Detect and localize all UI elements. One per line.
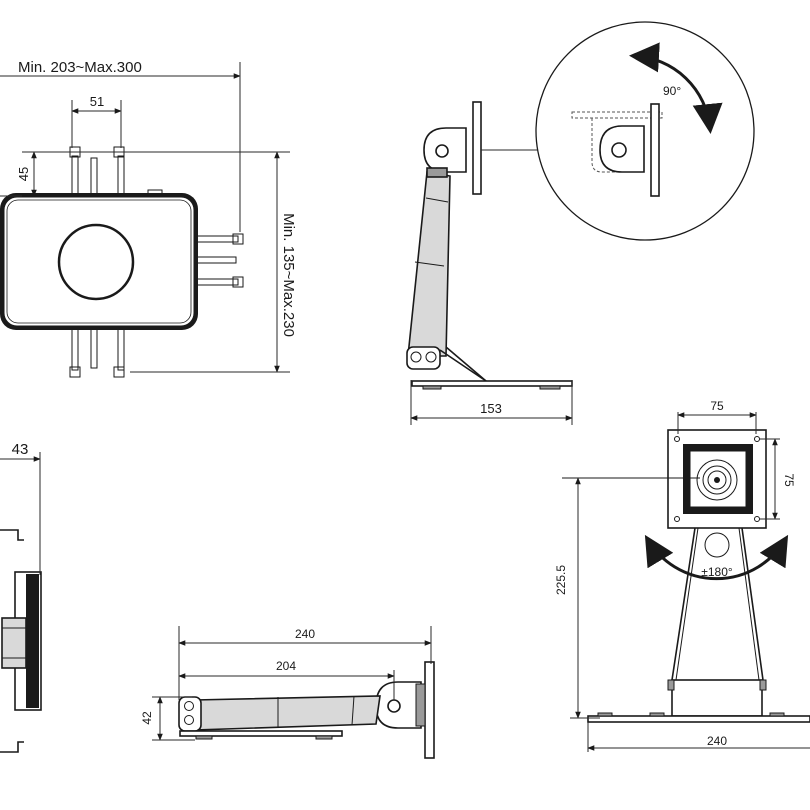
dim-stand-height-label: 225.5 xyxy=(554,565,568,595)
dim-arm-height: 42 xyxy=(140,696,195,741)
dim-vesa-height-label: 75 xyxy=(782,473,796,487)
dim-side-base-label: 153 xyxy=(480,401,502,416)
dim-front-base-label: 240 xyxy=(707,734,727,748)
dim-clamp-depth: 43 xyxy=(0,441,41,575)
dim-vesa-width-label: 75 xyxy=(710,399,724,413)
dim-bracket-spacing-label: 51 xyxy=(90,94,104,109)
swivel-label: ±180° xyxy=(701,565,733,579)
dim-bracket-spacing: 51 xyxy=(71,94,122,148)
stand-front-view: ±180° xyxy=(562,429,810,723)
dim-stand-height: 225.5 xyxy=(554,477,600,719)
dim-front-base: 240 xyxy=(587,722,810,752)
holder-front-view xyxy=(0,146,244,378)
dim-side-base: 153 xyxy=(410,380,573,425)
dim-tablet-width-label: Min. 203~Max.300 xyxy=(18,59,142,76)
rotation-angle-label: 90° xyxy=(663,84,681,98)
rotation-detail: 90° xyxy=(535,21,755,241)
dim-bracket-offset-label: 45 xyxy=(16,167,31,181)
dim-arm-height-label: 42 xyxy=(140,711,154,725)
dim-arm-length-label: 204 xyxy=(276,659,296,673)
dim-tablet-height: Min. 135~Max.230 xyxy=(130,151,297,373)
dim-vesa-width: 75 xyxy=(677,399,757,434)
dim-clamp-depth-label: 43 xyxy=(12,441,29,458)
stand-side-view xyxy=(406,101,573,390)
dim-bracket-offset: 45 xyxy=(0,151,290,197)
dim-tablet-width: Min. 203~Max.300 xyxy=(0,59,241,232)
dim-tablet-height-label: Min. 135~Max.230 xyxy=(280,213,297,337)
dim-vesa-height: 75 xyxy=(760,438,796,520)
dim-arm-total-label: 240 xyxy=(295,627,315,641)
arm-side-view xyxy=(178,661,435,759)
clamp-side-view xyxy=(0,529,42,753)
dim-arm-length: 204 xyxy=(178,659,395,700)
dim-arm-total: 240 xyxy=(178,626,432,700)
